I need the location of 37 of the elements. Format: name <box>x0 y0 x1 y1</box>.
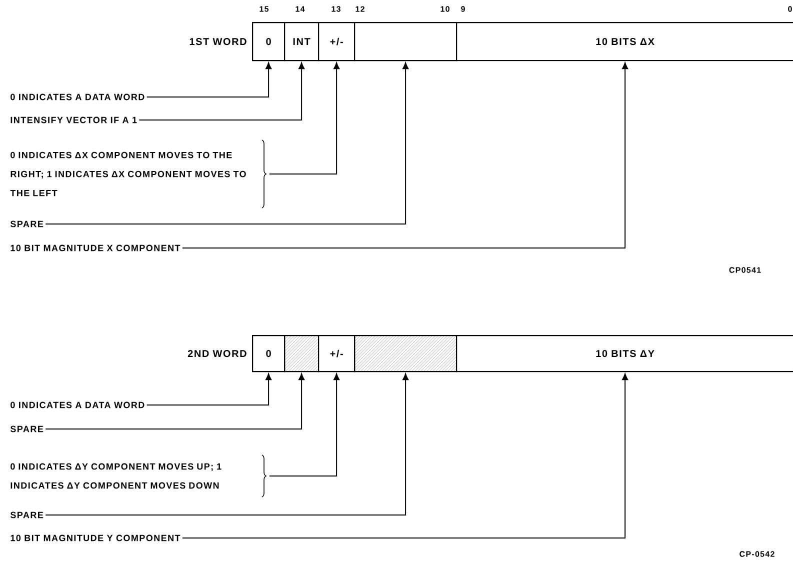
note-text: 0 INDICATES ΔX COMPONENT MOVES TO THE RIGHT; 1 INDICATES ΔX COMPONENT MOVES TO THE LEFT <box>10 152 246 196</box>
bit-number: 0 <box>788 6 792 12</box>
leader-line <box>182 62 628 248</box>
field-cell: +/- <box>318 335 356 372</box>
leader-line <box>138 62 305 120</box>
leader-line <box>45 373 409 516</box>
note-text: SPARE <box>10 220 44 228</box>
field-cell: 0 <box>252 335 286 372</box>
note-text: 0 INDICATES A DATA WORD <box>10 94 144 100</box>
word-label: 2ND WORD <box>188 350 246 358</box>
bit-number: 13 <box>332 6 340 12</box>
field-cell: 0 <box>252 22 286 62</box>
leader-line <box>146 373 272 406</box>
note-text: 10 BIT MAGNITUDE X COMPONENT <box>10 244 180 252</box>
field-cell: INT <box>284 22 320 62</box>
bit-number: 14 <box>296 6 305 12</box>
leader-line <box>268 62 340 174</box>
figure-code: CP0541 <box>729 267 761 273</box>
field-cell: 10 BITS ΔY <box>456 335 793 372</box>
bit-number: 9 <box>461 6 465 12</box>
leader-line <box>146 62 272 98</box>
note-text: SPARE <box>10 426 44 432</box>
word-label: 1ST WORD <box>190 38 246 46</box>
bit-number: 10 <box>440 6 450 12</box>
leader-line <box>182 373 628 538</box>
note-text: SPARE <box>10 512 44 518</box>
leader-line <box>45 62 409 224</box>
note-text: 0 INDICATES ΔY COMPONENT MOVES UP; 1 INDICATES ΔY COMPONENT MOVES DOWN <box>10 463 222 489</box>
figure-code: CP-0542 <box>740 551 774 557</box>
leader-line <box>45 373 305 430</box>
note-text: INTENSIFY VECTOR IF A 1 <box>10 116 137 124</box>
bit-number: 15 <box>260 6 269 12</box>
bit-number: 12 <box>356 6 364 12</box>
note-text: 10 BIT MAGNITUDE Y COMPONENT <box>10 534 180 542</box>
leader-line <box>268 373 340 476</box>
field-cell: +/- <box>318 22 356 62</box>
note-text: 0 INDICATES A DATA WORD <box>10 402 144 408</box>
